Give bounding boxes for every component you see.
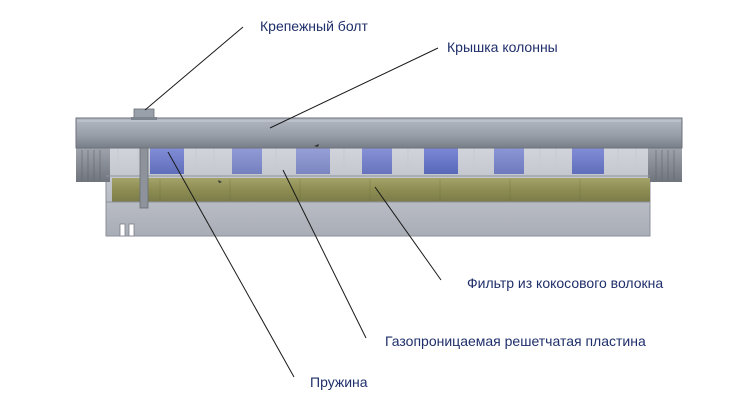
dark-mark	[218, 180, 222, 183]
leader-spring	[167, 151, 295, 378]
label-mounting-bolt: Крепежный болт	[260, 18, 368, 34]
leader-bolt	[144, 26, 244, 111]
leader-cover	[269, 47, 439, 129]
grid-plate-windows	[150, 146, 604, 174]
bolt-washer	[131, 117, 157, 120]
grid-plate-bars	[117, 146, 637, 176]
leader-lines	[144, 26, 442, 378]
filter-texture	[159, 179, 581, 201]
right-flange	[648, 148, 682, 182]
bottom-ports	[119, 223, 135, 237]
flange-ribs	[81, 150, 675, 180]
label-column-cover: Крышка колонны	[447, 39, 558, 55]
left-flange	[76, 148, 110, 182]
spring-shaft	[139, 139, 149, 209]
coconut-filter-layer	[112, 178, 650, 202]
label-grid-plate: Газопроницаемая решетчатая пластина	[385, 333, 646, 349]
leader-plate	[282, 169, 367, 339]
label-spring: Пружина	[310, 374, 368, 390]
label-coconut-filter: Фильтр из кокосового волокна	[467, 275, 664, 291]
column-cover	[75, 117, 683, 149]
dark-mark	[314, 144, 319, 147]
leader-filter	[374, 186, 442, 281]
